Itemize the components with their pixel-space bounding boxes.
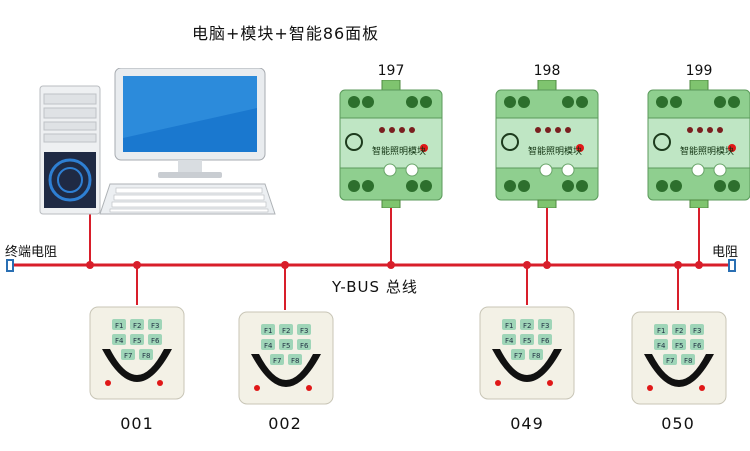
panel-key: F4 (505, 337, 514, 345)
smart-panel: F1 F2 F3 F4 F5 F6 F7 F8 (478, 305, 576, 405)
panel-key: F4 (115, 337, 124, 345)
panel-keypad: F1 F2 F3 F4 F5 F6 F7 F8 (654, 324, 704, 365)
panel-key: F5 (133, 337, 141, 345)
panel-key: F7 (273, 357, 281, 365)
panel-junction (133, 261, 141, 269)
right-terminal-label: 电阻 (712, 245, 739, 260)
module-label: 智能照明模块 (528, 145, 582, 157)
panel-keypad: F1 F2 F3 F4 F5 F6 F7 F8 (502, 319, 552, 360)
panel-key: F8 (291, 357, 299, 365)
panel-key: F3 (693, 327, 701, 335)
lighting-module: 智能照明模块 (488, 79, 606, 212)
panel-key: F6 (300, 342, 309, 350)
panel-key: F8 (142, 352, 150, 360)
lighting-module: 智能照明模块 (640, 79, 750, 212)
panel-junction (281, 261, 289, 269)
smart-panel: F1 F2 F3 F4 F5 F6 F7 F8 (88, 305, 186, 405)
lighting-module-graphic: 智能照明模块 (495, 79, 599, 209)
panel-key: F7 (514, 352, 522, 360)
panel-key: F3 (151, 322, 159, 330)
panel-key: F6 (693, 342, 702, 350)
panel-key: F6 (541, 337, 550, 345)
module-number: 197 (377, 63, 405, 79)
panel-key: F5 (282, 342, 290, 350)
panel-keypad: F1 F2 F3 F4 F5 F6 F7 F8 (112, 319, 162, 360)
panel-key: F7 (124, 352, 132, 360)
computer-junction (86, 261, 94, 269)
panel-number: 001 (120, 414, 154, 433)
panel-key: F1 (264, 327, 272, 335)
panel-key: F4 (264, 342, 273, 350)
module-label: 智能照明模块 (680, 145, 734, 157)
panel-key: F4 (657, 342, 666, 350)
module-label: 智能照明模块 (372, 145, 426, 157)
panel-key: F6 (151, 337, 160, 345)
panel-key: F1 (505, 322, 513, 330)
module-number: 198 (533, 63, 561, 79)
module-junction (695, 261, 703, 269)
smart-panel-graphic: F1 F2 F3 F4 F5 F6 F7 F8 (238, 311, 334, 405)
panel-key: F2 (523, 322, 531, 330)
smart-panel-graphic: F1 F2 F3 F4 F5 F6 F7 F8 (631, 311, 727, 405)
panel-key: F3 (541, 322, 549, 330)
panel-key: F3 (300, 327, 308, 335)
panel-number: 002 (268, 414, 302, 433)
panel-key: F1 (115, 322, 123, 330)
panel-key: F7 (666, 357, 674, 365)
panel-number: 049 (510, 414, 544, 433)
module-number: 199 (685, 63, 713, 79)
lighting-module-graphic: 智能照明模块 (647, 79, 750, 209)
smart-panel-graphic: F1 F2 F3 F4 F5 F6 F7 F8 (89, 306, 185, 400)
panel-number: 050 (661, 414, 695, 433)
panel-keypad: F1 F2 F3 F4 F5 F6 F7 F8 (261, 324, 311, 365)
panel-key: F8 (532, 352, 540, 360)
panel-key: F8 (684, 357, 692, 365)
panel-key: F2 (133, 322, 141, 330)
left-terminal-resistor (6, 259, 14, 272)
bus-label: Y-BUS 总线 (332, 278, 418, 296)
diagram-title: 电脑+模块+智能86面板 (192, 24, 380, 43)
panel-key: F1 (657, 327, 665, 335)
lighting-module-graphic: 智能照明模块 (339, 79, 443, 209)
panel-junction (523, 261, 531, 269)
module-junction (543, 261, 551, 269)
module-junction (387, 261, 395, 269)
smart-panel: F1 F2 F3 F4 F5 F6 F7 F8 (237, 310, 335, 410)
panel-key: F2 (675, 327, 683, 335)
lighting-module: 智能照明模块 (332, 79, 450, 212)
panel-key: F2 (282, 327, 290, 335)
smart-panel-graphic: F1 F2 F3 F4 F5 F6 F7 F8 (479, 306, 575, 400)
left-terminal-label: 终端电阻 (5, 245, 58, 260)
desktop-computer-icon (39, 68, 276, 215)
right-terminal-resistor (728, 259, 736, 272)
smart-panel: F1 F2 F3 F4 F5 F6 F7 F8 (630, 310, 728, 410)
panel-key: F5 (523, 337, 531, 345)
panel-key: F5 (675, 342, 683, 350)
panel-junction (674, 261, 682, 269)
